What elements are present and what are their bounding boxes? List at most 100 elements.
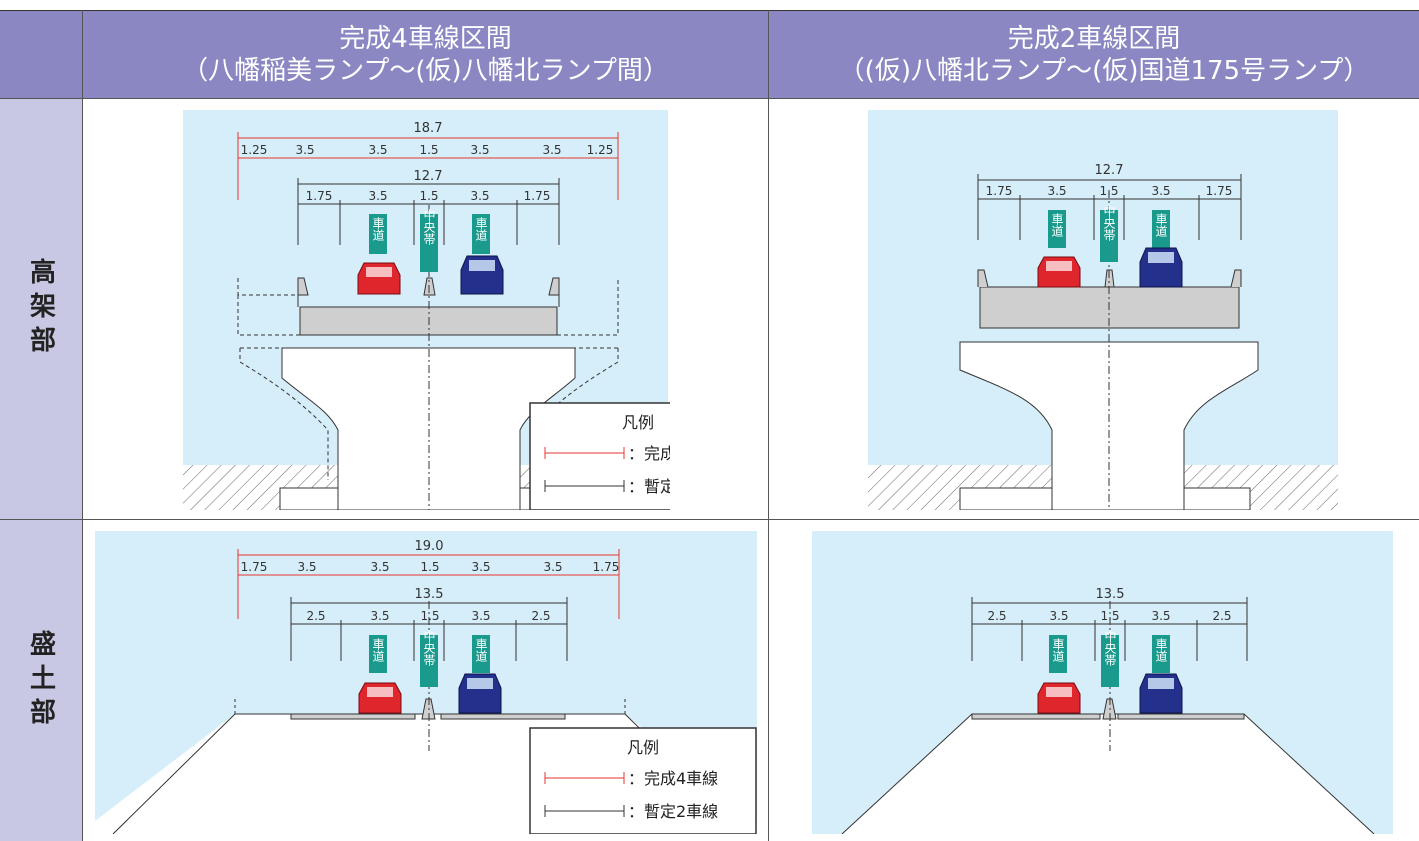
header-col-complete4-subtitle: （八幡稲美ランプ～(仮)八幡北ランプ間）: [182, 56, 669, 86]
lane-label-right: 車道: [1152, 210, 1170, 248]
header-col-complete2: 完成2車線区間 （(仮)八幡北ランプ～(仮)国道175号ランプ）: [769, 10, 1419, 98]
dim-part-provisional: 3.5: [368, 189, 387, 203]
car-red: [357, 262, 401, 295]
dim-part-complete: 3.5: [368, 143, 387, 157]
dim-part-complete: 1.25: [587, 143, 614, 157]
grid-col-divider-1: [82, 10, 83, 841]
lane-label-right-text: 車道: [474, 638, 488, 662]
median-barrier: [1104, 269, 1115, 288]
dim-provisional: [297, 178, 560, 245]
dim-part-complete: 1.25: [241, 143, 268, 157]
dim-total-complete: 18.7: [414, 121, 443, 136]
header-col-complete2-subtitle: （(仮)八幡北ランプ～(仮)国道175号ランプ）: [838, 56, 1370, 86]
dim-total-complete: 19.0: [415, 539, 444, 554]
legend-complete: ：完成4車線: [628, 769, 718, 788]
legend-title: 凡例: [627, 738, 659, 757]
header-col-complete4: 完成4車線区間 （八幡稲美ランプ～(仮)八幡北ランプ間）: [83, 10, 768, 98]
row-header-embankment: 盛土部: [0, 520, 82, 841]
panel-elevated-complete2: 12.7 1.75 3.5 1.5 3.5 1.75 車道 中央帯 車道: [868, 110, 1338, 510]
dim-part-provisional: 1.5: [420, 609, 439, 623]
lane-label-left-text: 車道: [1050, 213, 1064, 237]
lane-label-left-text: 車道: [1051, 638, 1065, 662]
dim-part-provisional: 1.75: [986, 184, 1013, 198]
panel-elevated-complete4: 18.7 12.7 1.25 3.5 3.5 1.5 3.5 3.5 1.25 …: [183, 110, 670, 510]
dim-part-provisional: 1.5: [419, 189, 438, 203]
lane-label-right: 車道: [472, 214, 490, 254]
dim-total-provisional: 12.7: [1095, 163, 1124, 178]
dim-part-provisional: 3.5: [1047, 184, 1066, 198]
dim-total-provisional: 13.5: [1096, 587, 1125, 602]
row-header-elevated: 高架部: [0, 99, 82, 519]
dim-part-provisional: 3.5: [1151, 184, 1170, 198]
dim-part-complete: 3.5: [543, 560, 562, 574]
legend-complete: ：完成4車線: [628, 444, 670, 463]
parapet-right: [548, 277, 560, 307]
pier-future-left: [239, 347, 329, 480]
pavement-right: [1117, 713, 1245, 720]
parapet-left: [977, 269, 989, 288]
dim-part-provisional: 1.75: [306, 189, 333, 203]
dim-part-provisional: 3.5: [1049, 609, 1068, 623]
car-red: [358, 682, 402, 714]
dim-part-complete: 3.5: [471, 560, 490, 574]
legend-provisional: ：暫定2車線: [628, 477, 670, 496]
lane-label-right-text: 車道: [474, 217, 488, 241]
lane-label-right-text: 車道: [1154, 638, 1168, 662]
grid-row-divider: [0, 519, 1419, 520]
median-label: 中央帯: [420, 208, 438, 272]
embankment-body: [842, 714, 1374, 834]
car-blue: [1139, 673, 1183, 714]
pavement-left: [290, 713, 416, 720]
row-header-embankment-label: 盛土部: [25, 629, 56, 732]
dim-part-complete: 3.5: [470, 143, 489, 157]
dim-part-provisional: 1.75: [1206, 184, 1233, 198]
median-label-text: 中央帯: [1103, 629, 1117, 666]
car-red: [1037, 256, 1081, 288]
median-label-text: 中央帯: [1102, 204, 1116, 241]
legend: 凡例 ：完成4車線 ：暫定2車線: [529, 402, 670, 510]
dim-part-provisional: 1.75: [524, 189, 551, 203]
dim-total-provisional: 13.5: [415, 587, 444, 602]
lane-label-right-text: 車道: [1154, 213, 1168, 237]
lane-label-left: 車道: [369, 635, 387, 673]
dim-part-provisional: 3.5: [370, 609, 389, 623]
car-blue: [460, 255, 504, 295]
lane-label-left-text: 車道: [371, 638, 385, 662]
legend: 凡例 ：完成4車線 ：暫定2車線: [529, 727, 757, 834]
lane-label-right: 車道: [1152, 635, 1170, 673]
dim-part-complete: 3.5: [370, 560, 389, 574]
dim-part-complete: 3.5: [295, 143, 314, 157]
deck-future: [237, 278, 619, 336]
pavement-left: [971, 713, 1101, 720]
median-label-text: 中央帯: [422, 629, 436, 666]
header-col-complete2-title: 完成2車線区間: [1007, 24, 1181, 54]
lane-label-right: 車道: [472, 635, 490, 673]
parapet-left: [297, 277, 309, 307]
dim-part-provisional: 3.5: [1151, 609, 1170, 623]
dim-part-complete: 3.5: [297, 560, 316, 574]
dim-part-complete: 1.5: [420, 560, 439, 574]
dim-part-provisional: 2.5: [987, 609, 1006, 623]
parapet-right: [1230, 269, 1242, 288]
dim-complete: [237, 132, 619, 200]
dim-part-provisional: 2.5: [1212, 609, 1231, 623]
dim-part-provisional: 1.5: [1100, 609, 1119, 623]
dim-part-provisional: 2.5: [306, 609, 325, 623]
car-blue: [458, 673, 502, 714]
panel-embankment-complete4: 19.0 13.5 1.75 3.5 3.5 1.5 3.5 3.5 1.75 …: [95, 531, 757, 834]
dim-provisional: [290, 597, 568, 661]
row-header-elevated-label: 高架部: [25, 258, 56, 360]
car-red: [1037, 682, 1081, 714]
lane-label-left: 車道: [1049, 635, 1067, 673]
grid-col-divider-2: [768, 10, 769, 841]
dim-part-complete: 1.75: [593, 560, 620, 574]
dim-part-complete: 1.75: [241, 560, 268, 574]
dim-total-provisional: 12.7: [414, 169, 443, 184]
panel-embankment-complete2: 13.5 2.5 3.5 1.5 3.5 2.5 車道 中央帯 車道: [812, 531, 1393, 834]
dim-part-provisional: 3.5: [470, 189, 489, 203]
header-col-complete4-title: 完成4車線区間: [339, 24, 512, 54]
pavement-right: [440, 713, 566, 720]
legend-title: 凡例: [622, 413, 654, 432]
lane-label-left: 車道: [1048, 210, 1066, 248]
lane-label-left-text: 車道: [371, 217, 385, 241]
